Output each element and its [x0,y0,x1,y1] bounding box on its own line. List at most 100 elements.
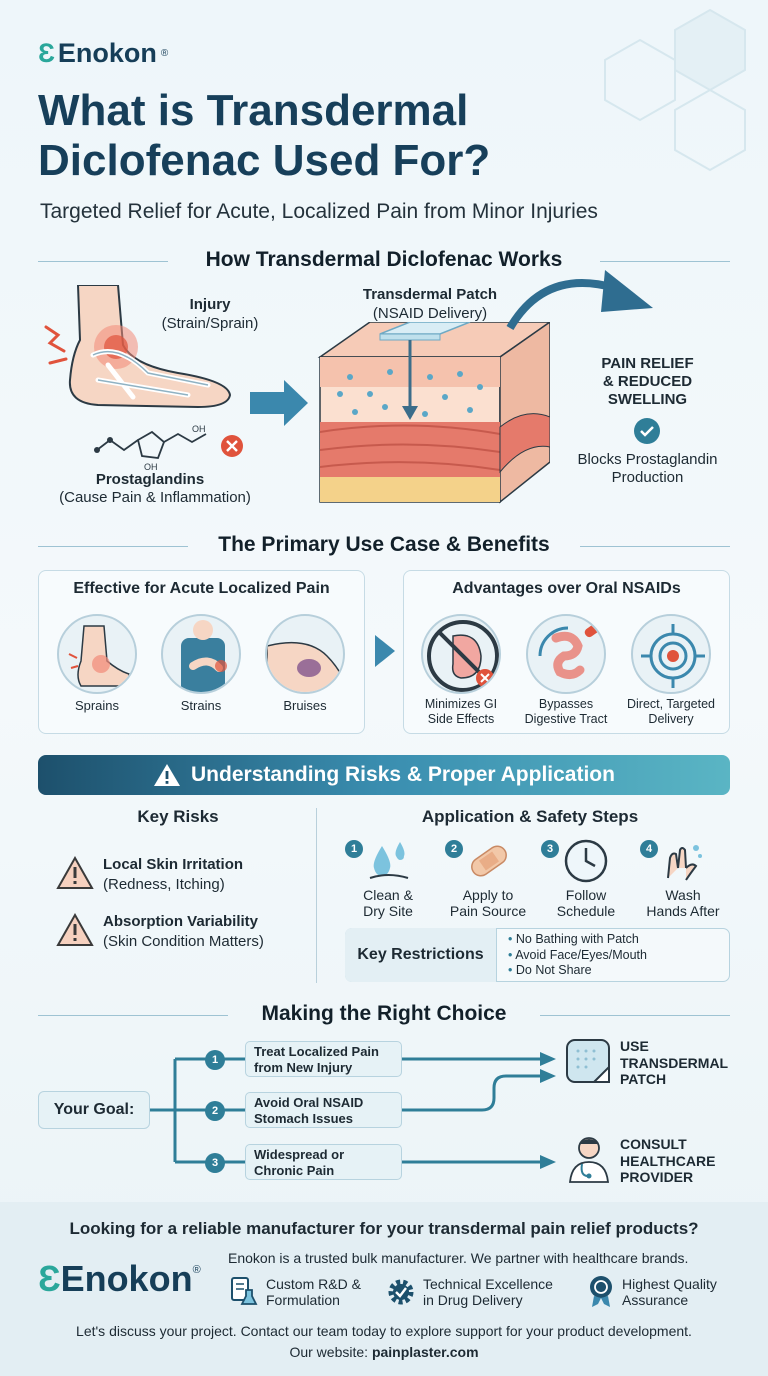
svg-text:OH: OH [144,462,158,472]
step-4-number: 4 [640,840,658,858]
digestive-line-2: Digestive Tract [524,712,608,726]
check-icon [634,418,660,444]
patch-icon [566,1039,610,1083]
relief-label: PAIN RELIEF & REDUCED SWELLING [565,355,730,409]
acute-pain-title: Effective for Acute Localized Pain [73,580,330,597]
prostaglandins-sub: (Cause Pain & Inflammation) [59,489,251,506]
step-1-line-2: Dry Site [363,903,413,919]
step-3-line-2: Schedule [556,903,616,919]
footer-brand-name: Enokon [60,1258,193,1299]
strain-icon [161,614,241,694]
gear-icon [388,1279,414,1305]
restriction-text: Do Not Share [515,963,592,977]
risk-1-sub: (Redness, Itching) [103,876,225,893]
blocks-line-2: Production [611,469,684,486]
relief-line-1: PAIN RELIEF [601,355,694,372]
step-1-label: Clean &Dry Site [348,887,428,919]
arrow-right-icon [250,380,308,426]
feature-2-line-2: in Drug Delivery [423,1292,523,1308]
step-2-line-1: Apply to [462,887,514,903]
footer-brand-mark: ® [192,1264,201,1276]
injury-sub: (Strain/Sprain) [161,315,259,332]
clock-icon [564,839,608,883]
chevron-right-icon [375,635,395,667]
feature-1-line-1: Custom R&D & [266,1276,361,1292]
relief-line-3: SWELLING [607,391,688,408]
footer-website-line: Our website: painplaster.com [0,1344,768,1360]
warning-triangle-icon [56,913,94,946]
feature-1: Custom R&D &Formulation [266,1276,361,1308]
patch-sub: (NSAID Delivery) [372,305,488,322]
page-subtitle: Targeted Relief for Acute, Localized Pai… [40,200,598,223]
feature-3-line-2: Assurance [622,1292,689,1308]
option-2-line-2: Stomach Issues [254,1111,353,1126]
option-1-number: 1 [205,1050,225,1070]
divider [38,261,168,262]
restriction-text: Avoid Face/Eyes/Mouth [515,947,647,962]
bruises-label: Bruises [283,698,327,713]
step-3-number: 3 [541,840,559,858]
targeted-line-2: Delivery [648,712,694,726]
restriction-text: No Bathing with Patch [515,932,639,946]
brand-name: Enokon [57,38,157,68]
website-link[interactable]: painplaster.com [371,1344,479,1360]
patch-label: Transdermal Patch [362,286,498,303]
step-4-line-2: Hands After [646,903,720,919]
footer-cta: Let's discuss your project. Contact our … [76,1323,692,1339]
blocks-line-1: Blocks Prostaglandin [577,451,718,468]
digestive-line-1: Bypasses [538,697,594,711]
key-risks-title: Key Risks [137,807,219,826]
vertical-divider [316,808,317,983]
step-3-line-1: Follow [565,887,607,903]
foot-injury-icon [44,285,232,409]
section-title-choice: Making the Right Choice [261,1002,507,1025]
warning-triangle-icon [56,856,94,889]
feature-1-line-2: Formulation [266,1292,340,1308]
bruise-icon [265,614,345,694]
your-goal-box: Your Goal: [38,1091,150,1129]
target-icon [631,614,711,694]
section-title-how: How Transdermal Diclofenac Works [205,248,563,271]
divider [540,1015,730,1016]
section-title-use: The Primary Use Case & Benefits [218,533,550,556]
use-line-2: TRANSDERMAL [620,1054,729,1071]
page-title: What is Transdermal Diclofenac Used For? [38,86,491,185]
restrictions-title: Key Restrictions [345,928,497,982]
sprain-icon [57,614,137,694]
step-2-number: 2 [445,840,463,858]
no-stomach-icon [421,614,501,694]
option-2-number: 2 [205,1101,225,1121]
divider [580,546,730,547]
relief-line-2: & REDUCED [602,373,693,390]
injury-label: Injury [189,296,231,313]
quality-badge-icon [590,1276,612,1307]
sprains-label: Sprains [74,698,120,713]
blocks-label: Blocks Prostaglandin Production [560,451,735,487]
step-1-line-1: Clean & [363,887,413,903]
strains-label: Strains [180,698,222,713]
digestive-tract-icon [526,614,606,694]
divider [600,261,730,262]
restriction-item: • Do Not Share [508,963,592,977]
risk-2-sub: (Skin Condition Matters) [103,933,264,950]
hexagon-decoration [604,8,746,172]
footer-headline: Looking for a reliable manufacturer for … [69,1219,699,1238]
footer-panel [0,1202,768,1376]
divider [38,546,188,547]
targeted-line-1: Direct, Targeted [626,697,715,711]
feature-3-line-1: Highest Quality [622,1276,717,1292]
risk-1-title: Local Skin Irritation [103,856,244,873]
gi-line-1: Minimizes GI [424,697,498,711]
prostaglandins-label: Prostaglandins [95,471,205,488]
restrictions-list: • No Bathing with Patch • Avoid Face/Eye… [508,932,647,979]
option-3-line-1: Widespread or [254,1147,345,1162]
risks-banner-text: Understanding Risks & Proper Application [191,763,615,786]
steps-title: Application & Safety Steps [421,807,639,826]
